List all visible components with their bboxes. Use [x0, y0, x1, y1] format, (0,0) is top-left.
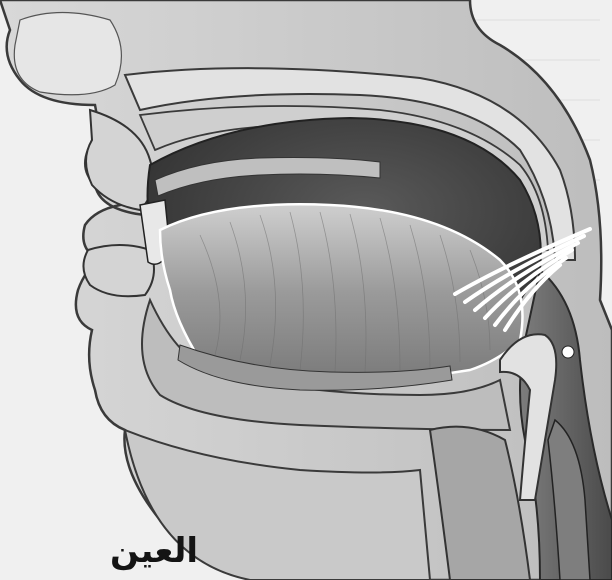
letter-caption: العين: [104, 528, 204, 574]
nose: [14, 13, 121, 95]
articulation-point-dot: [562, 346, 574, 358]
lower-lip: [83, 245, 154, 296]
